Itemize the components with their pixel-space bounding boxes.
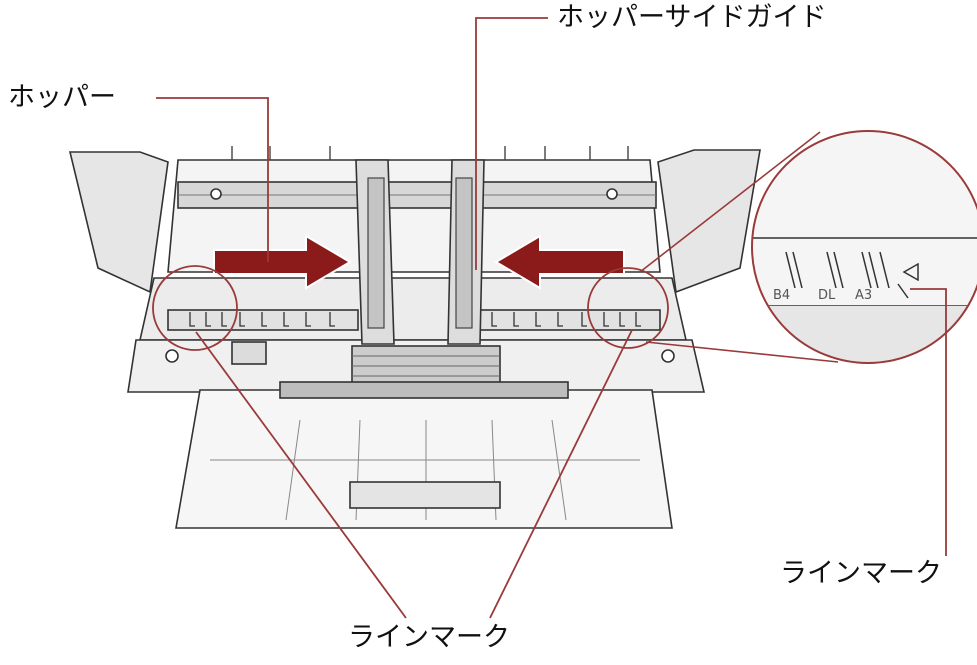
magnifier: B4 DL A3 (639, 130, 977, 364)
scanner-illustration (68, 146, 761, 529)
right-scale-strip (469, 309, 661, 331)
line-mark-left-leader (195, 331, 407, 619)
leader-lines (156, 17, 947, 619)
mark-label-b4: B4 (773, 288, 790, 303)
line-mark-right-leader (910, 288, 947, 556)
hopper-label: ホッパー (8, 82, 116, 113)
arrow-right (213, 234, 352, 290)
line-mark-label-bottom: ラインマーク (348, 622, 510, 653)
hopper-side-guide-label: ホッパーサイドガイド (557, 2, 827, 33)
arrow-left (494, 234, 625, 290)
left-side-flap (68, 151, 169, 294)
right-side-flap (657, 149, 761, 294)
left-scale-strip (167, 309, 359, 331)
stacker-handle (349, 481, 501, 509)
stacker-grill (279, 381, 569, 399)
line-mark-center-leader (489, 329, 633, 619)
side-guide-leader (475, 17, 548, 270)
mark-label-a3: A3 (855, 288, 872, 303)
right-line-mark-highlight (587, 267, 669, 349)
magnified-line-marks (785, 251, 919, 299)
left-line-mark-highlight (152, 265, 238, 351)
top-edge-ticks (231, 146, 629, 160)
mark-label-dl: DL (818, 288, 836, 303)
lock-tab (231, 341, 267, 365)
scale-line-marks (189, 312, 641, 327)
hopper-leader (156, 97, 269, 262)
line-mark-label-right: ラインマーク (780, 558, 942, 589)
direction-arrows (213, 234, 625, 290)
